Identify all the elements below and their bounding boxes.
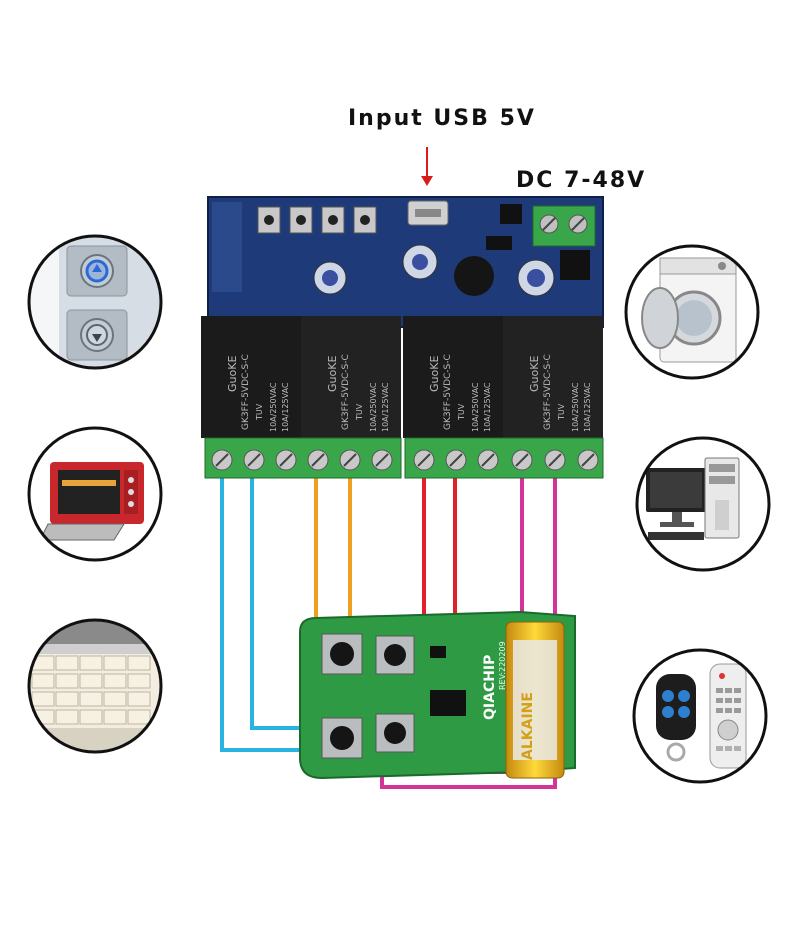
relay-4-brand: GuoKE — [528, 356, 541, 392]
relay-1-rating-b: 10A/125VAC — [281, 382, 290, 432]
relay-3-tuv: TUV — [457, 403, 466, 421]
relay-1-tuv: TUV — [255, 403, 264, 421]
relay-4-rating-b: 10A/125VAC — [583, 382, 592, 432]
remote-board-brand: QIACHIP — [482, 655, 498, 720]
relay-module: GK3FF-5VDC-S-C GK3FF-5VDC-S-C GK3FF-5VDC… — [201, 196, 604, 479]
computer-icon — [635, 436, 771, 572]
relay-4-model: GK3FF-5VDC-S-C — [543, 354, 553, 430]
remote-board-rev: REV:220209 — [498, 641, 507, 690]
relay-2-tuv: TUV — [355, 403, 364, 421]
garage-door-icon — [27, 618, 163, 754]
battery-brand: ALKAINE — [520, 692, 536, 760]
relay-4-rating-a: 10A/250VAC — [571, 382, 580, 432]
relay-2-brand: GuoKE — [326, 356, 339, 392]
relay-2-rating-a: 10A/250VAC — [369, 382, 378, 432]
relay-3-rating-b: 10A/125VAC — [483, 382, 492, 432]
relay-4-tuv: TUV — [557, 403, 566, 421]
remote-buttons — [321, 633, 415, 759]
relay-1-brand: GuoKE — [226, 356, 239, 392]
relay-2-rating-b: 10A/125VAC — [381, 382, 390, 432]
battery: ALKAINE — [505, 621, 565, 779]
oven-icon — [27, 426, 163, 562]
relay-1-model: GK3FF-5VDC-S-C — [241, 354, 251, 430]
relays: GK3FF-5VDC-S-C GK3FF-5VDC-S-C GK3FF-5VDC… — [201, 316, 603, 438]
remote-controls-icon — [632, 648, 768, 784]
remote-board: QIACHIP REV:220209 ALKAINE — [299, 610, 576, 780]
pcb-push-buttons — [257, 206, 377, 234]
dc-voltage-label: DC 7-48V — [516, 168, 647, 193]
input-usb-label: Input USB 5V — [348, 106, 536, 131]
capacitors — [313, 244, 555, 297]
relay-3-brand: GuoKE — [428, 356, 441, 392]
input-arrow — [421, 147, 433, 186]
elevator-buttons-icon — [27, 234, 163, 370]
output-terminals — [204, 437, 604, 479]
relay-3-rating-a: 10A/250VAC — [471, 382, 480, 432]
relay-2-model: GK3FF-5VDC-S-C — [341, 354, 351, 430]
washing-machine-icon — [624, 244, 760, 380]
relay-1-rating-a: 10A/250VAC — [269, 382, 278, 432]
relay-3-model: GK3FF-5VDC-S-C — [443, 354, 453, 430]
wire-cyan-1 — [220, 470, 330, 752]
